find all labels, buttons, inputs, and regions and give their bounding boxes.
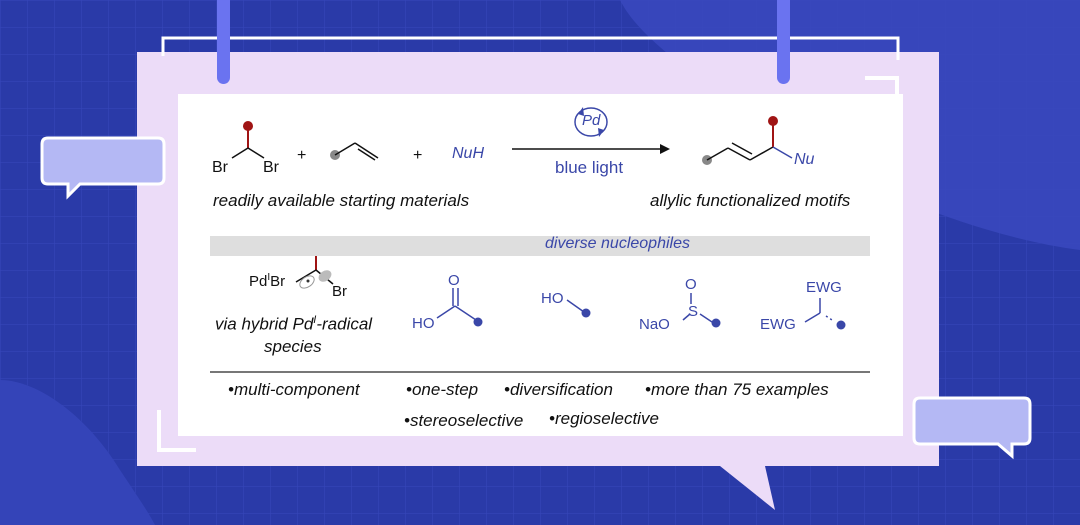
nuh-label: NuH bbox=[452, 145, 485, 162]
nucleophiles-bar bbox=[210, 236, 870, 256]
feature-examples: •more than 75 examples bbox=[645, 380, 829, 399]
nucleophiles-header: diverse nucleophiles bbox=[545, 235, 690, 252]
malonate-structure bbox=[804, 298, 846, 330]
pin-left bbox=[217, 0, 230, 84]
figure-panel bbox=[178, 94, 903, 436]
br-label-radical: Br bbox=[332, 283, 347, 300]
br-label-right: Br bbox=[263, 159, 279, 176]
ewg-top-label: EWG bbox=[806, 279, 842, 296]
sulfinate-o-label: O bbox=[685, 276, 697, 293]
feature-multi-component: •multi-component bbox=[228, 380, 360, 399]
condition-label: blue light bbox=[555, 158, 624, 177]
alkene-structure bbox=[330, 142, 379, 161]
feature-diversification: •diversification bbox=[504, 380, 613, 399]
alcohol-label: HO bbox=[541, 290, 564, 307]
right-caption: allylic functionalized motifs bbox=[650, 191, 851, 210]
alcohol-structure bbox=[566, 299, 591, 318]
ewg-left-label: EWG bbox=[760, 316, 796, 333]
speech-bubble-left bbox=[40, 136, 166, 200]
product-structure bbox=[702, 116, 793, 165]
plus-sign-1: + bbox=[297, 147, 307, 164]
sulfinate-nao-label: NaO bbox=[639, 316, 670, 333]
acid-o-label: O bbox=[448, 272, 460, 289]
nu-label: Nu bbox=[794, 151, 815, 168]
acid-ho-label: HO bbox=[412, 315, 435, 332]
sulfinate-structure bbox=[682, 293, 721, 328]
br-label-left: Br bbox=[212, 159, 228, 176]
speech-bubble-right bbox=[912, 396, 1032, 460]
reaction-arrow bbox=[512, 107, 670, 154]
sulfinate-s-label: S bbox=[688, 303, 699, 320]
dibromide-structure bbox=[231, 121, 265, 159]
feature-one-step: •one-step bbox=[406, 380, 479, 399]
via-line2: species bbox=[264, 337, 322, 356]
left-caption: readily available starting materials bbox=[213, 191, 470, 210]
feature-stereoselective: •stereoselective bbox=[404, 411, 524, 430]
pd-label: PdIBr bbox=[249, 272, 286, 290]
plus-sign-2: + bbox=[413, 147, 423, 164]
catalyst-label: Pd bbox=[582, 112, 601, 129]
via-line1: via hybrid PdI-radical bbox=[215, 314, 373, 334]
feature-regioselective: •regioselective bbox=[549, 409, 659, 428]
divider bbox=[210, 371, 870, 373]
acid-structure bbox=[436, 288, 483, 327]
pin-right bbox=[777, 0, 790, 84]
